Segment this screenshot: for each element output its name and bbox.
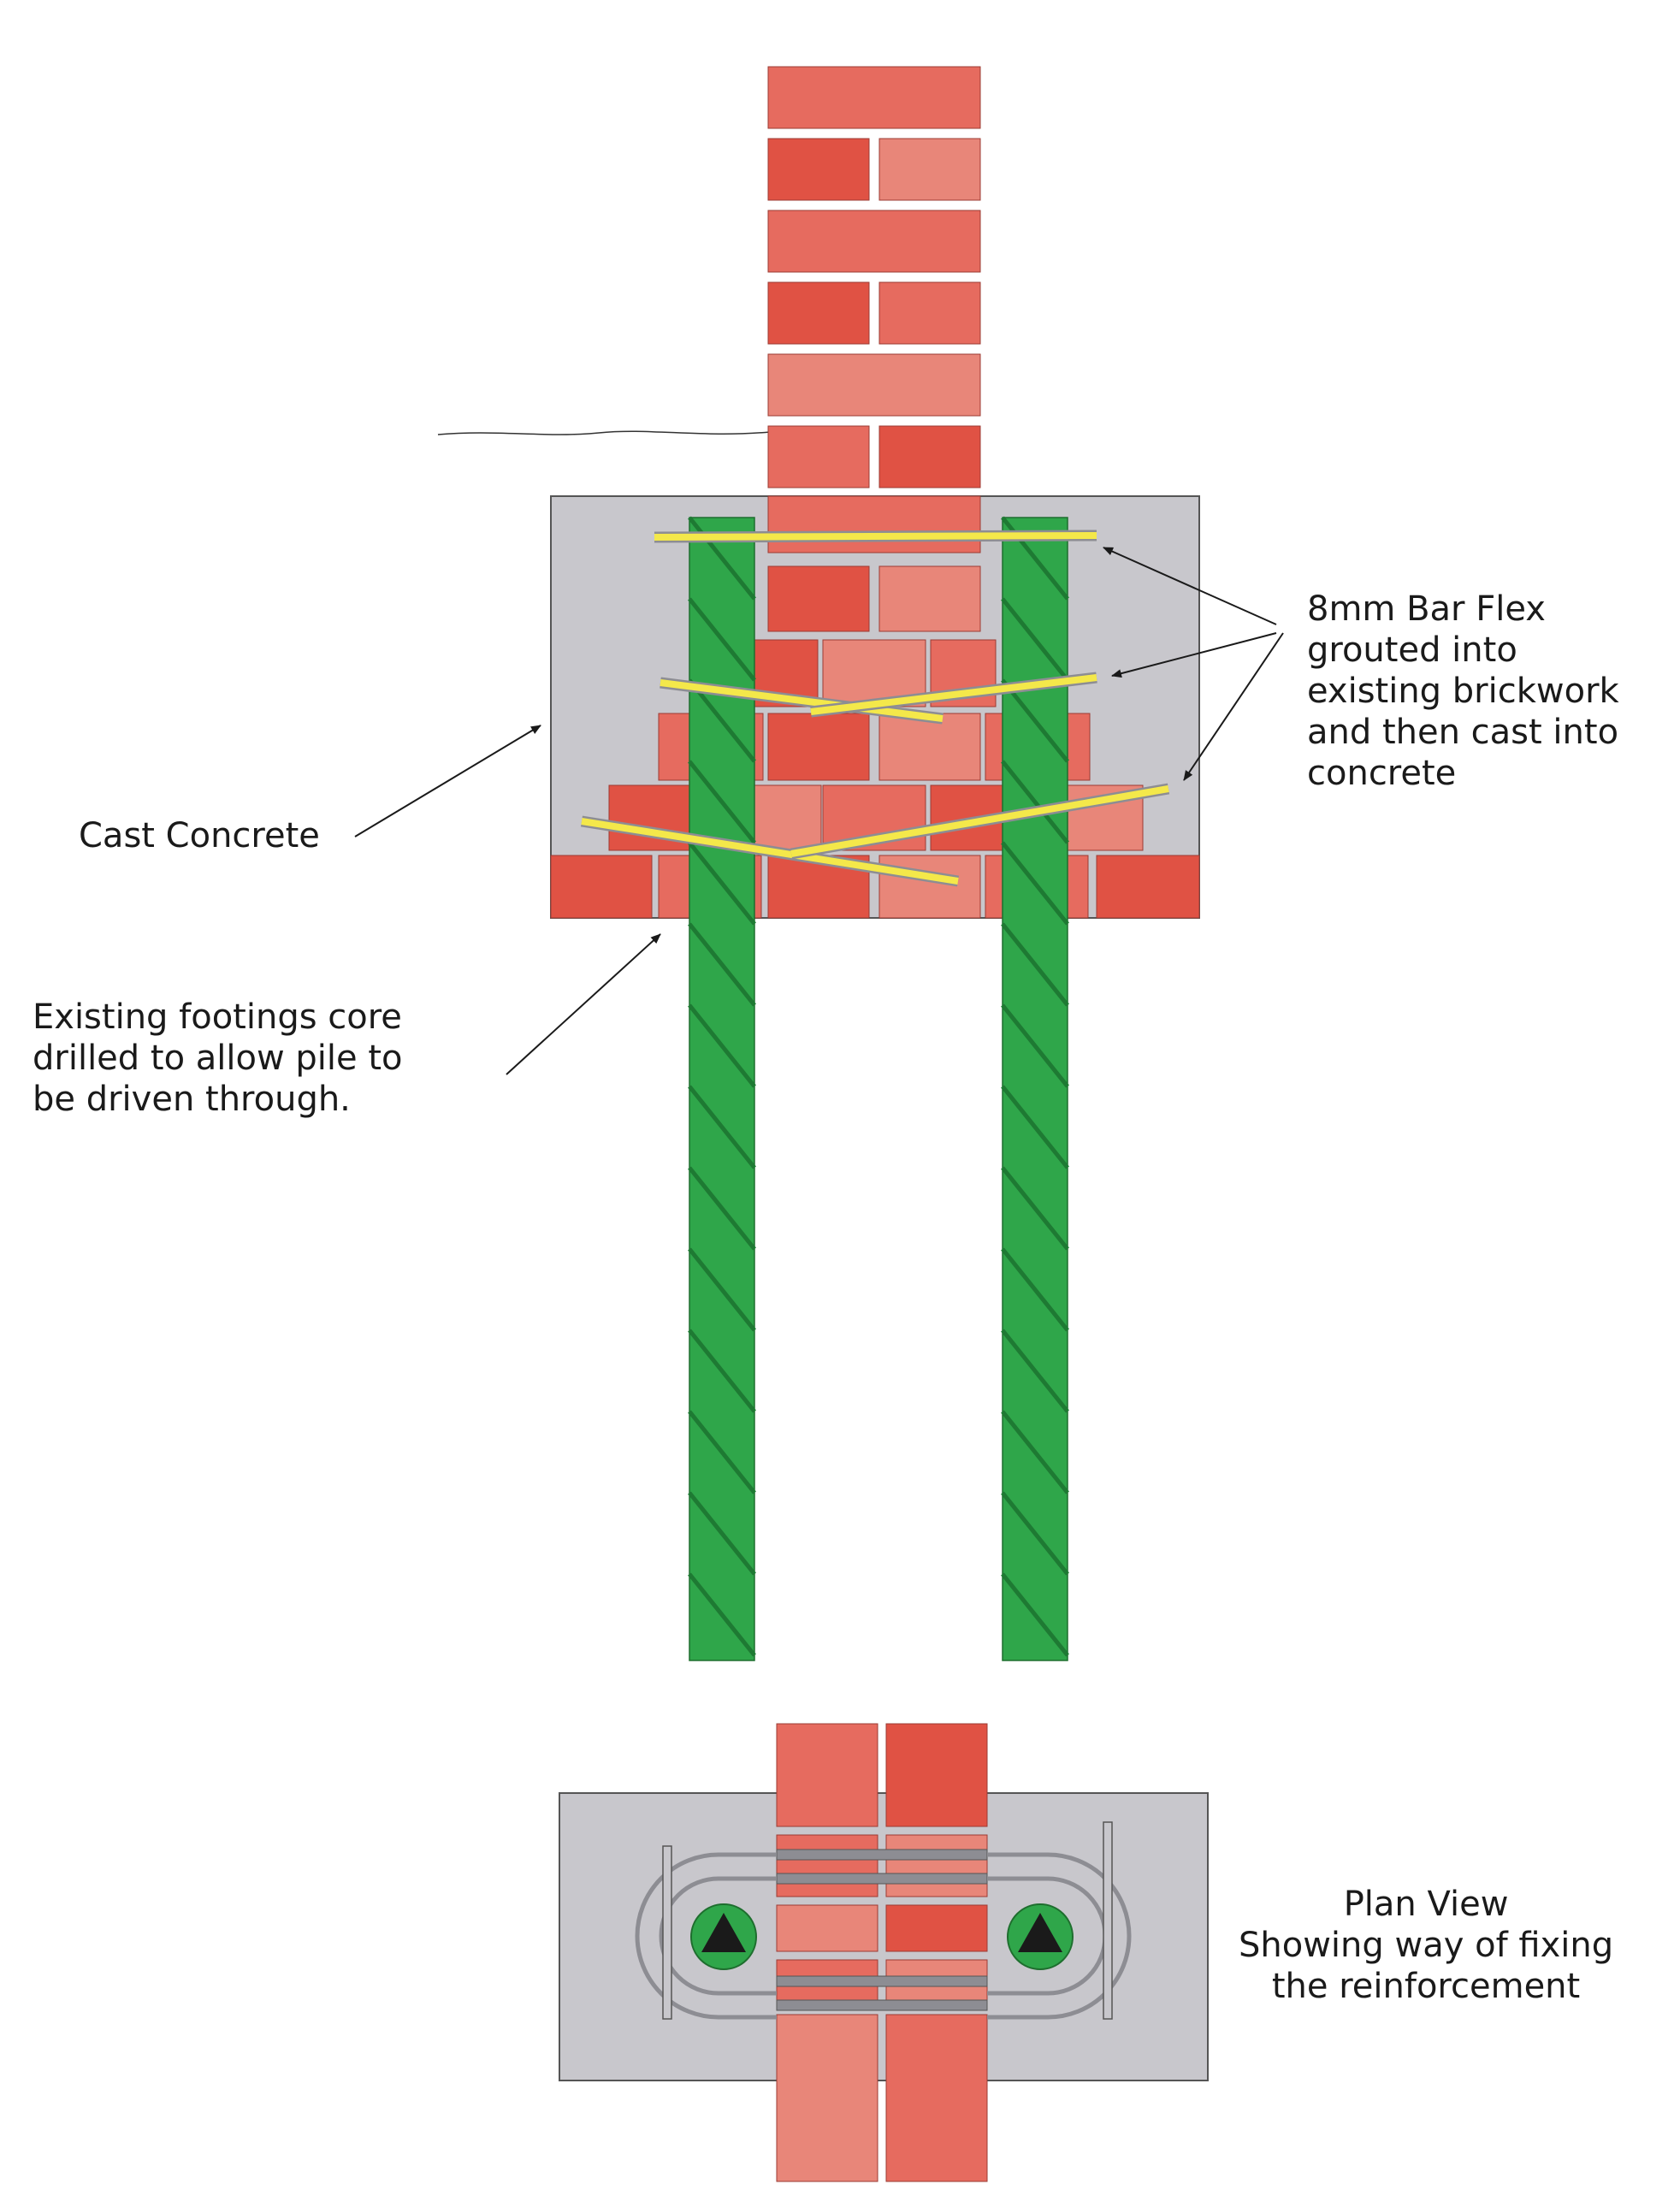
brick-wall xyxy=(767,66,981,488)
triangle-in-circle-icon xyxy=(701,1913,746,1952)
leader-arrows xyxy=(354,547,1284,1075)
cast-concrete-label: Cast Concrete xyxy=(79,816,320,855)
plan-view xyxy=(559,1723,1209,2182)
plan-view-label: Plan View Showing way of fixing the rein… xyxy=(1239,1885,1614,2006)
bar-flex-label: 8mm Bar Flex grouted into existing brick… xyxy=(1307,589,1619,793)
ground-line xyxy=(437,430,771,435)
right-pile xyxy=(1001,516,1069,1661)
bar-flex-bars xyxy=(580,530,1170,887)
triangle-in-circle-icon xyxy=(1018,1913,1062,1952)
left-pile xyxy=(688,516,756,1661)
footings-label: Existing footings core drilled to allow … xyxy=(33,997,403,1119)
